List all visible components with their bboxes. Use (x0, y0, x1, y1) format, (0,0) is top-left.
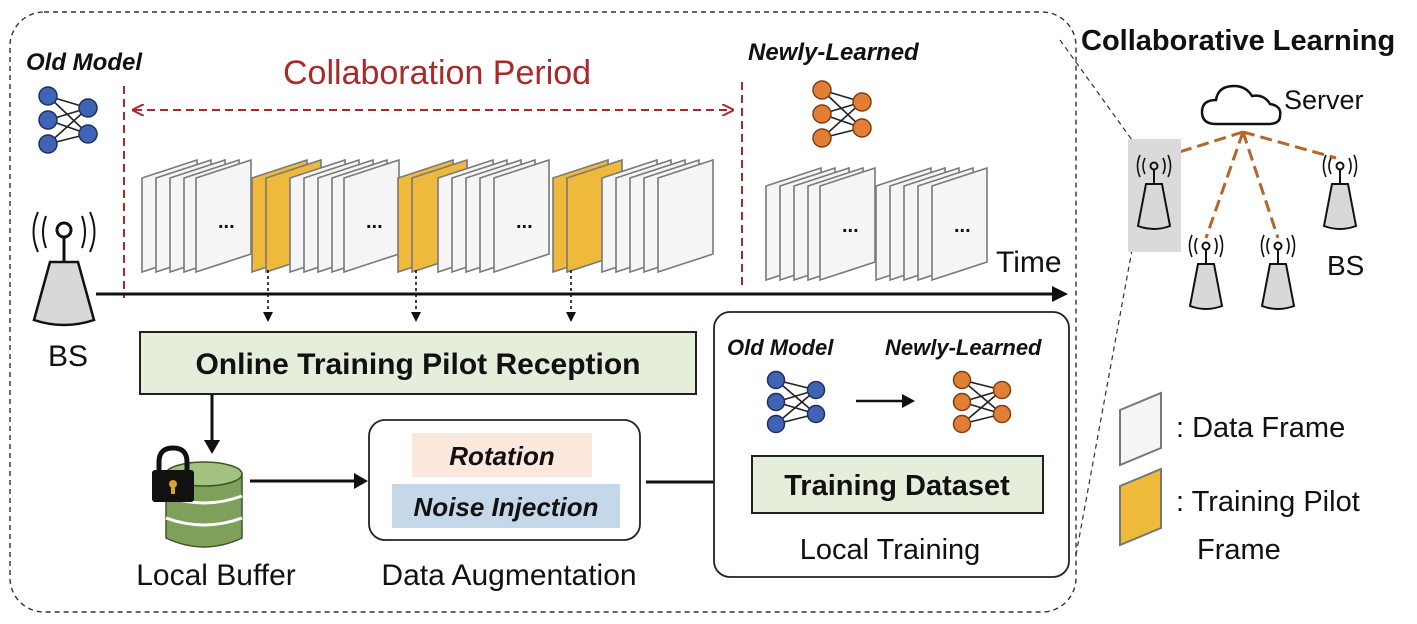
data-frame (195, 158, 252, 274)
bs-tower-icon-highlighted (1136, 154, 1172, 230)
pilot-dotted-arrows (263, 270, 576, 322)
collaboration-period-label: Collaboration Period (283, 54, 591, 92)
time-axis-arrowhead (1052, 286, 1068, 302)
local-old-model-network-icon (766, 370, 826, 434)
old-model-network-icon (38, 86, 98, 154)
collaborative-learning-title: Collaborative Learning (1081, 25, 1395, 57)
legend: : Data Frame : Training Pilot Frame (1119, 391, 1360, 566)
noise-injection-label: Noise Injection (414, 492, 599, 522)
bs-tower-icon-lower-right (1260, 234, 1296, 310)
time-label: Time (996, 246, 1062, 279)
server-label: Server (1284, 85, 1364, 115)
training-dataset-box (751, 455, 1044, 514)
frame-ellipsis: ... (842, 215, 859, 237)
local-buffer-label: Local Buffer (136, 559, 296, 592)
rotation-box (412, 433, 592, 477)
link-bs-lower-right (1241, 131, 1280, 239)
bs-tower-icon-lower-left (1188, 234, 1224, 310)
zoom-line-top (1059, 39, 1133, 141)
local-training-label: Local Training (800, 534, 981, 566)
old-model-label: Old Model (26, 49, 143, 76)
frame-ellipsis: ... (954, 215, 971, 237)
online-training-pilot-reception-label: Online Training Pilot Reception (195, 348, 640, 381)
legend-training-pilot-label-line1: : Training Pilot (1176, 486, 1360, 518)
training-dataset-label: Training Dataset (784, 470, 1010, 502)
zoom-line-bottom (1075, 249, 1133, 556)
local-newly-learned-network-icon (952, 370, 1012, 434)
outer-dashed-boundary (9, 11, 1077, 613)
link-bs-lower-left (1204, 131, 1245, 239)
mini-bs-group (1136, 154, 1358, 310)
data-frame (819, 166, 876, 282)
rotation-label: Rotation (449, 441, 554, 471)
online-training-pilot-reception-box (139, 331, 697, 395)
legend-training-pilot-label-line2: Frame (1197, 534, 1281, 566)
bs-antenna-icon (32, 211, 96, 327)
lock-icon (152, 445, 194, 502)
frame-ellipsis: ... (218, 211, 235, 233)
newly-learned-label: Newly-Learned (748, 39, 920, 66)
frame-sequence: ............... (141, 158, 988, 282)
collaborative-bs-label: BS (1327, 250, 1364, 281)
noise-injection-box (392, 484, 620, 528)
link-bs-right (1242, 130, 1337, 160)
reception-to-buffer-arrowhead (204, 440, 220, 454)
data-frame (931, 166, 988, 282)
data-frame (657, 158, 714, 274)
legend-data-frame-swatch (1119, 391, 1162, 467)
cloud-icon (1200, 84, 1282, 126)
legend-training-pilot-swatch (1119, 467, 1162, 547)
data-augmentation-label: Data Augmentation (381, 559, 636, 592)
frame-ellipsis: ... (366, 211, 383, 233)
buffer-to-augmentation-arrowhead (354, 473, 368, 489)
legend-data-frame-label: : Data Frame (1176, 412, 1345, 444)
bs-tower-icon-right (1322, 154, 1358, 230)
newly-learned-network-icon (812, 80, 872, 148)
bs-label: BS (48, 340, 88, 373)
local-old-model-label: Old Model (727, 335, 834, 360)
frame-ellipsis: ... (516, 211, 533, 233)
local-newly-learned-label: Newly-Learned (885, 335, 1042, 360)
server-bs-links (1153, 130, 1337, 239)
data-frame (493, 158, 550, 274)
model-update-arrowhead (902, 394, 915, 408)
